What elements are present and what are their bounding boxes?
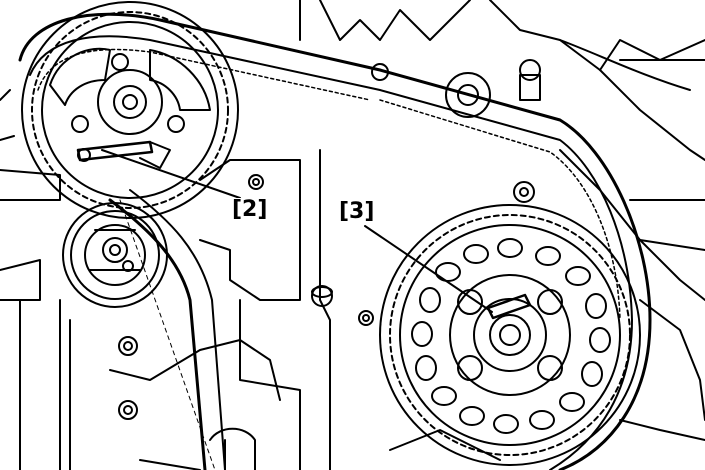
callout-leaders	[101, 149, 493, 313]
sprocket-lightening-holes	[411, 238, 611, 434]
pump-sprocket	[379, 204, 641, 466]
callout-label-2: [2]	[232, 197, 268, 222]
casing-bolts	[118, 59, 541, 470]
leader-2	[101, 149, 241, 199]
timing-belt	[18, 12, 652, 470]
camshaft-sprocket	[21, 1, 239, 219]
callout-label-3: [3]	[339, 199, 375, 224]
tensioner-pulley	[62, 202, 168, 308]
leader-3	[364, 225, 493, 313]
